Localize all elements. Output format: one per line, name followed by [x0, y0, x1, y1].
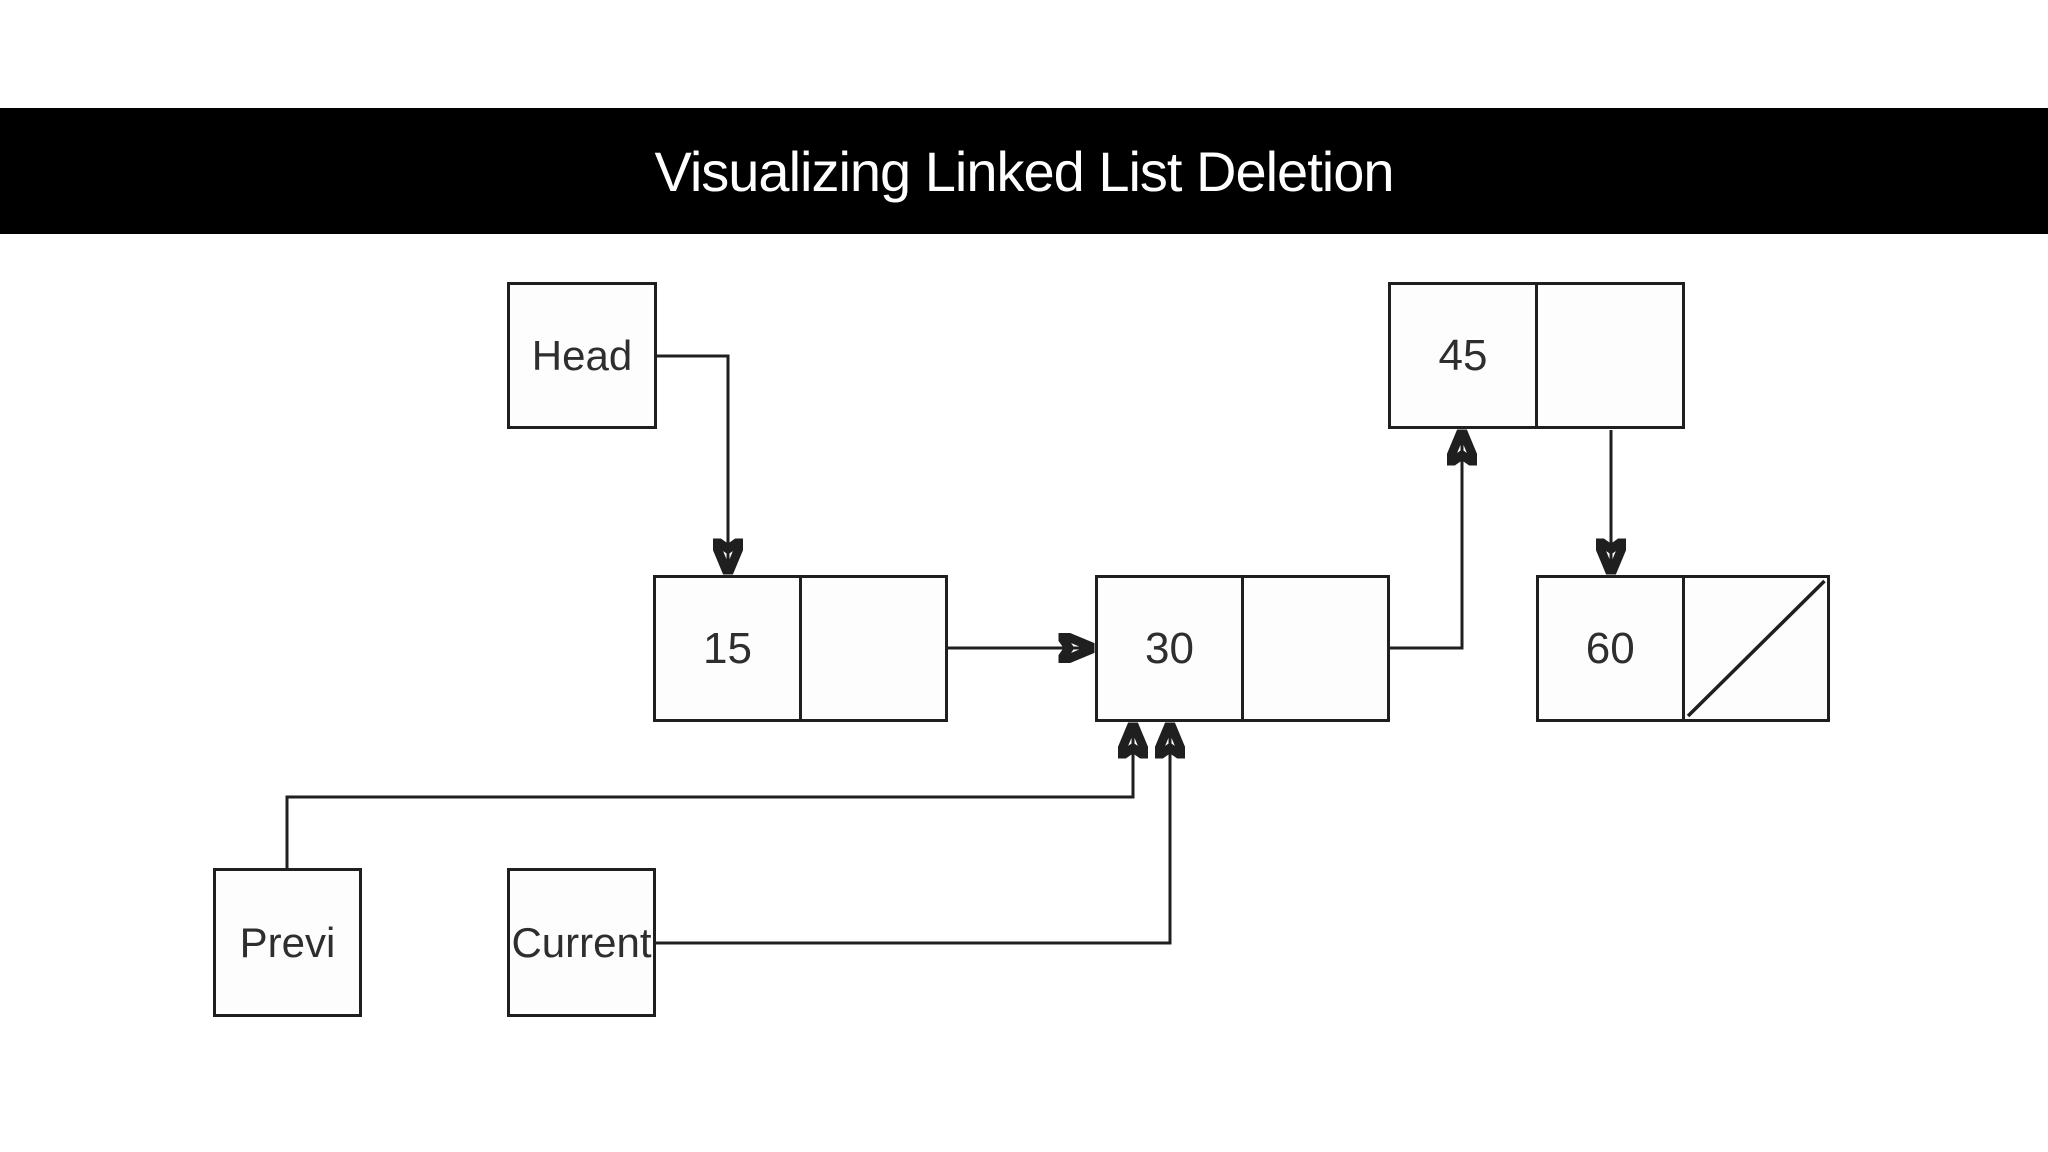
node-15: 15	[653, 575, 948, 722]
current-pointer-box: Current	[507, 868, 656, 1017]
head-label: Head	[531, 331, 633, 379]
node-45-value: 45	[1438, 330, 1488, 380]
node-60-pointer-cell	[1681, 578, 1828, 719]
node-30: 30	[1095, 575, 1390, 722]
title-banner: Visualizing Linked List Deletion	[0, 108, 2048, 234]
null-slash-icon	[1686, 579, 1826, 718]
connector-previous-to-node-30	[285, 727, 1133, 869]
head-pointer-box: Head	[507, 282, 657, 429]
previous-label: Previ	[239, 918, 336, 966]
current-label: Current	[511, 918, 652, 966]
node-15-pointer-cell	[799, 578, 945, 719]
node-30-value-cell: 30	[1098, 578, 1241, 719]
node-60: 60	[1536, 575, 1830, 722]
node-15-value-cell: 15	[656, 578, 799, 719]
node-15-value: 15	[703, 623, 752, 673]
previous-pointer-box: Previ	[213, 868, 362, 1017]
page-title: Visualizing Linked List Deletion	[654, 139, 1395, 203]
node-30-value: 30	[1145, 623, 1194, 673]
node-45-pointer-cell	[1535, 285, 1682, 426]
node-60-value-cell: 60	[1539, 578, 1682, 719]
node-30-pointer-cell	[1241, 578, 1387, 719]
connector-node-30-to-node-45	[1390, 434, 1462, 650]
connector-head-to-node-15	[657, 354, 728, 570]
node-60-value: 60	[1585, 623, 1635, 673]
node-45-value-cell: 45	[1391, 285, 1535, 426]
connector-current-to-node-30	[655, 727, 1170, 945]
node-45: 45	[1388, 282, 1685, 429]
